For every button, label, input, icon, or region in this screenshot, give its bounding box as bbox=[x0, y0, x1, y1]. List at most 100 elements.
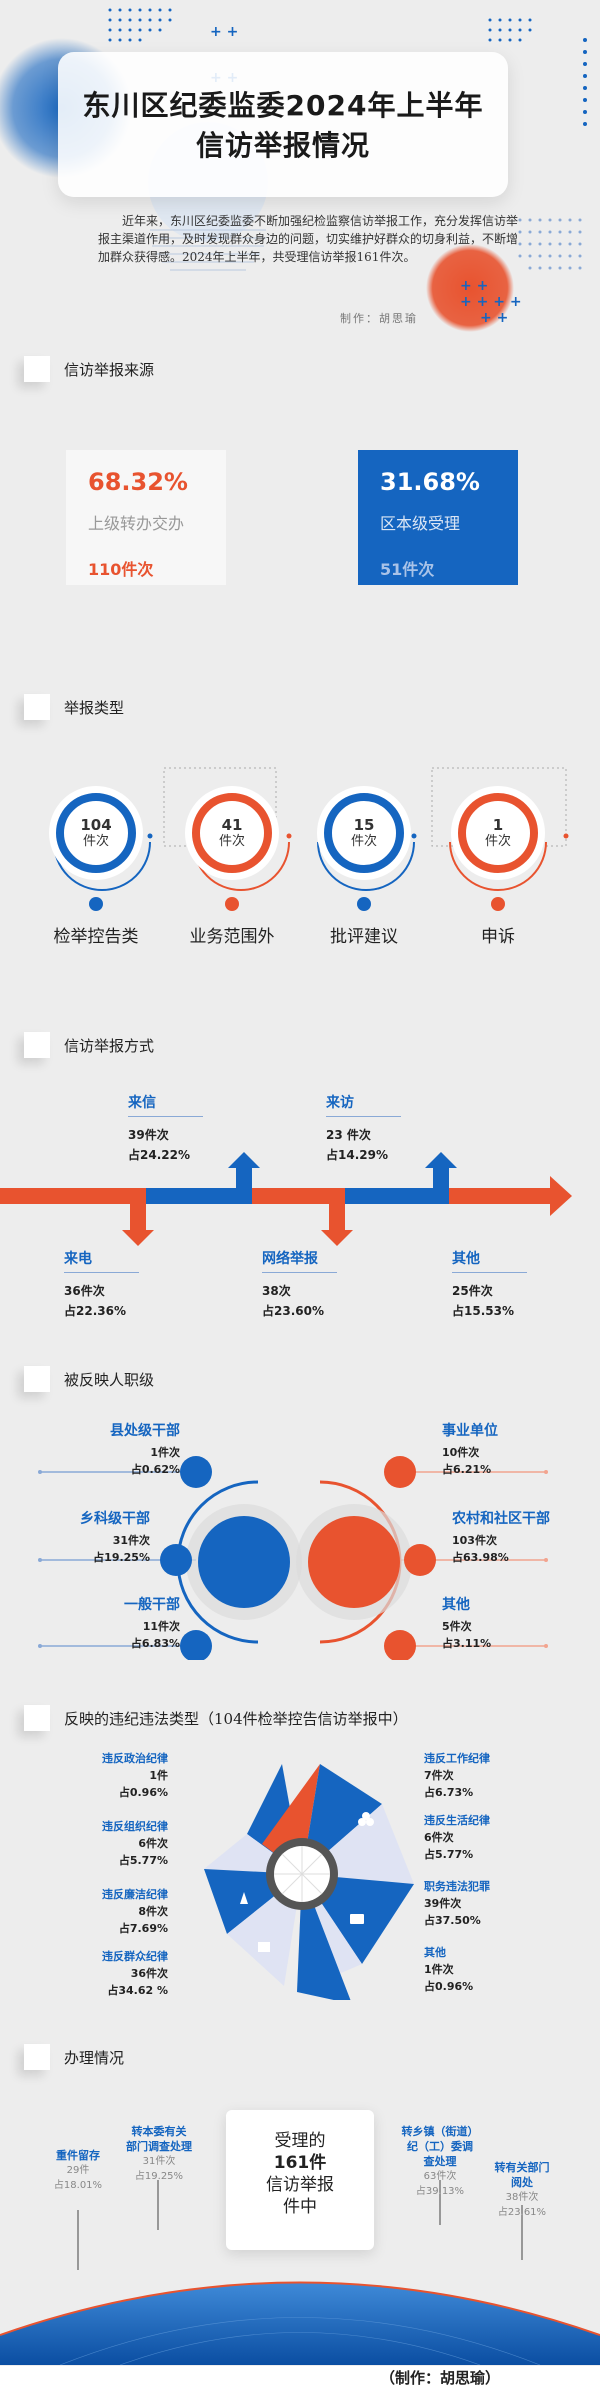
handling-transfer-dept: 转本委有关 部门调查处理 31件次 占19.25% bbox=[114, 2124, 204, 2184]
handling-count: 29件 bbox=[66, 2165, 90, 2176]
rank-count: 103件次 bbox=[452, 1534, 497, 1547]
handling-name: 部门调查处理 bbox=[126, 2140, 192, 2153]
rank-name: 乡科级干部 bbox=[80, 1511, 150, 1527]
section-marker bbox=[24, 1705, 50, 1731]
section-heading-methods: 信访举报方式 bbox=[24, 1032, 154, 1058]
source-percent: 31.68% bbox=[380, 468, 480, 496]
handling-name: 转本委有关 bbox=[131, 2125, 187, 2138]
rank-general: 一般干部 11件次 占6.83% bbox=[84, 1594, 180, 1652]
handling-center-text: 受理的 bbox=[274, 2131, 326, 2151]
section-title: 信访举报来源 bbox=[64, 360, 155, 379]
violation-count: 6件次 bbox=[138, 1837, 168, 1850]
method-percent: 占24.22% bbox=[128, 1148, 190, 1162]
method-percent: 占15.53% bbox=[452, 1304, 514, 1318]
violation-name: 违反工作纪律 bbox=[424, 1752, 490, 1765]
svg-text:+ +: + + bbox=[480, 310, 508, 326]
method-online: 网络举报 38次 占23.60% bbox=[262, 1248, 337, 1321]
violation-political: 违反政治纪律 1件 占0.96% bbox=[96, 1750, 168, 1801]
handling-percent: 占23.61% bbox=[497, 2207, 547, 2218]
rank-count: 31件次 bbox=[112, 1534, 150, 1547]
rank-count: 10件次 bbox=[442, 1446, 480, 1459]
section-title: 反映的违纪违法类型（104件检举控告信访举报中） bbox=[64, 1709, 408, 1728]
method-count: 38次 bbox=[262, 1284, 291, 1298]
type-dot bbox=[491, 897, 505, 911]
violation-percent: 占7.69% bbox=[118, 1922, 168, 1935]
method-phone: 来电 36件次 占22.36% bbox=[64, 1248, 139, 1321]
method-name: 其他 bbox=[452, 1248, 527, 1273]
handling-name: 阅处 bbox=[511, 2176, 533, 2189]
type-unit: 件次 bbox=[82, 834, 109, 849]
handling-count: 38件次 bbox=[505, 2192, 539, 2203]
method-percent: 占14.29% bbox=[326, 1148, 388, 1162]
violation-percent: 占34.62 % bbox=[107, 1984, 168, 1997]
rank-percent: 占3.11% bbox=[442, 1637, 492, 1650]
section-title: 办理情况 bbox=[64, 2048, 125, 2067]
method-name: 来访 bbox=[326, 1092, 401, 1117]
rank-percent: 占19.25% bbox=[93, 1551, 150, 1564]
type-number: 104 bbox=[80, 816, 112, 834]
violation-percent: 占5.77% bbox=[118, 1854, 168, 1867]
violation-count: 36件次 bbox=[130, 1967, 168, 1980]
method-count: 25件次 bbox=[452, 1284, 493, 1298]
type-unit: 件次 bbox=[350, 834, 377, 849]
svg-text:+ + + +: + + + + bbox=[460, 294, 522, 310]
type-number: 1 bbox=[492, 816, 504, 834]
rank-percent: 占6.21% bbox=[442, 1463, 492, 1476]
handling-percent: 占39.13% bbox=[415, 2186, 465, 2197]
violation-organization: 违反组织纪律 6件次 占5.77% bbox=[96, 1818, 168, 1869]
rank-percent: 占63.98% bbox=[452, 1551, 509, 1564]
violation-masses: 违反群众纪律 36件次 占34.62 % bbox=[96, 1948, 168, 1999]
handling-percent: 占19.25% bbox=[134, 2171, 184, 2182]
handling-center-text: 件中 bbox=[283, 2197, 317, 2217]
section-heading-handling: 办理情况 bbox=[24, 2044, 124, 2070]
type-dot bbox=[225, 897, 239, 911]
type-number: 41 bbox=[221, 816, 243, 834]
violation-name: 其他 bbox=[424, 1946, 446, 1959]
type-label: 检举控告类 bbox=[53, 927, 139, 947]
handling-center-number: 161件 bbox=[273, 2153, 327, 2173]
violation-work: 违反工作纪律 7件次 占6.73% bbox=[424, 1750, 490, 1801]
handling-stems bbox=[77, 2180, 523, 2270]
method-name: 来信 bbox=[128, 1092, 203, 1117]
type-label: 申诉 bbox=[481, 927, 515, 947]
rank-percent: 占6.83% bbox=[130, 1637, 180, 1650]
handling-center-text: 信访举报 bbox=[266, 2175, 334, 2195]
violation-name: 违反群众纪律 bbox=[102, 1950, 168, 1963]
violation-integrity: 违反廉洁纪律 8件次 占7.69% bbox=[96, 1886, 168, 1937]
method-percent: 占22.36% bbox=[64, 1304, 126, 1318]
handling-name: 纪（工）委调 bbox=[407, 2140, 473, 2153]
globe-base bbox=[0, 2281, 600, 2365]
method-name: 网络举报 bbox=[262, 1248, 337, 1273]
handling-center-card: 受理的 161件 信访举报 件中 bbox=[226, 2110, 374, 2250]
rank-county: 县处级干部 1件次 占0.62% bbox=[84, 1420, 180, 1478]
source-card-district: 31.68% 区本级受理 51件次 bbox=[358, 450, 518, 585]
handling-name: 转乡镇（街道） bbox=[401, 2125, 479, 2138]
violation-other: 其他 1件次 占0.96% bbox=[424, 1944, 473, 1995]
source-label: 区本级受理 bbox=[380, 514, 461, 533]
rank-percent: 占0.62% bbox=[130, 1463, 180, 1476]
section-marker bbox=[24, 1366, 50, 1392]
method-percent: 占23.60% bbox=[262, 1304, 324, 1318]
footer-credit: （制作：胡思瑜） bbox=[0, 2366, 600, 2391]
handling-percent: 占18.01% bbox=[53, 2180, 103, 2191]
types-connectors bbox=[53, 767, 569, 891]
violation-count: 6件次 bbox=[424, 1831, 454, 1844]
section-heading-violation: 反映的违纪违法类型（104件检举控告信访举报中） bbox=[24, 1705, 408, 1731]
source-count: 110件次 bbox=[88, 560, 154, 579]
section-heading-types: 举报类型 bbox=[24, 694, 124, 720]
rank-diagram bbox=[38, 1456, 548, 1660]
section-marker bbox=[24, 1032, 50, 1058]
type-label: 批评建议 bbox=[330, 927, 398, 947]
method-visit: 来访 23 件次 占14.29% bbox=[326, 1092, 401, 1165]
violation-name: 违反政治纪律 bbox=[102, 1752, 168, 1765]
violation-name: 违反组织纪律 bbox=[102, 1820, 168, 1833]
section-heading-rank: 被反映人职级 bbox=[24, 1366, 154, 1392]
rank-name: 一般干部 bbox=[124, 1597, 180, 1613]
method-count: 36件次 bbox=[64, 1284, 105, 1298]
rank-count: 11件次 bbox=[142, 1620, 180, 1633]
violation-name: 违反生活纪律 bbox=[424, 1814, 490, 1827]
rank-name: 事业单位 bbox=[442, 1423, 498, 1439]
rank-name: 县处级干部 bbox=[110, 1423, 180, 1439]
violation-count: 8件次 bbox=[138, 1905, 168, 1918]
method-count: 23 件次 bbox=[326, 1128, 371, 1142]
